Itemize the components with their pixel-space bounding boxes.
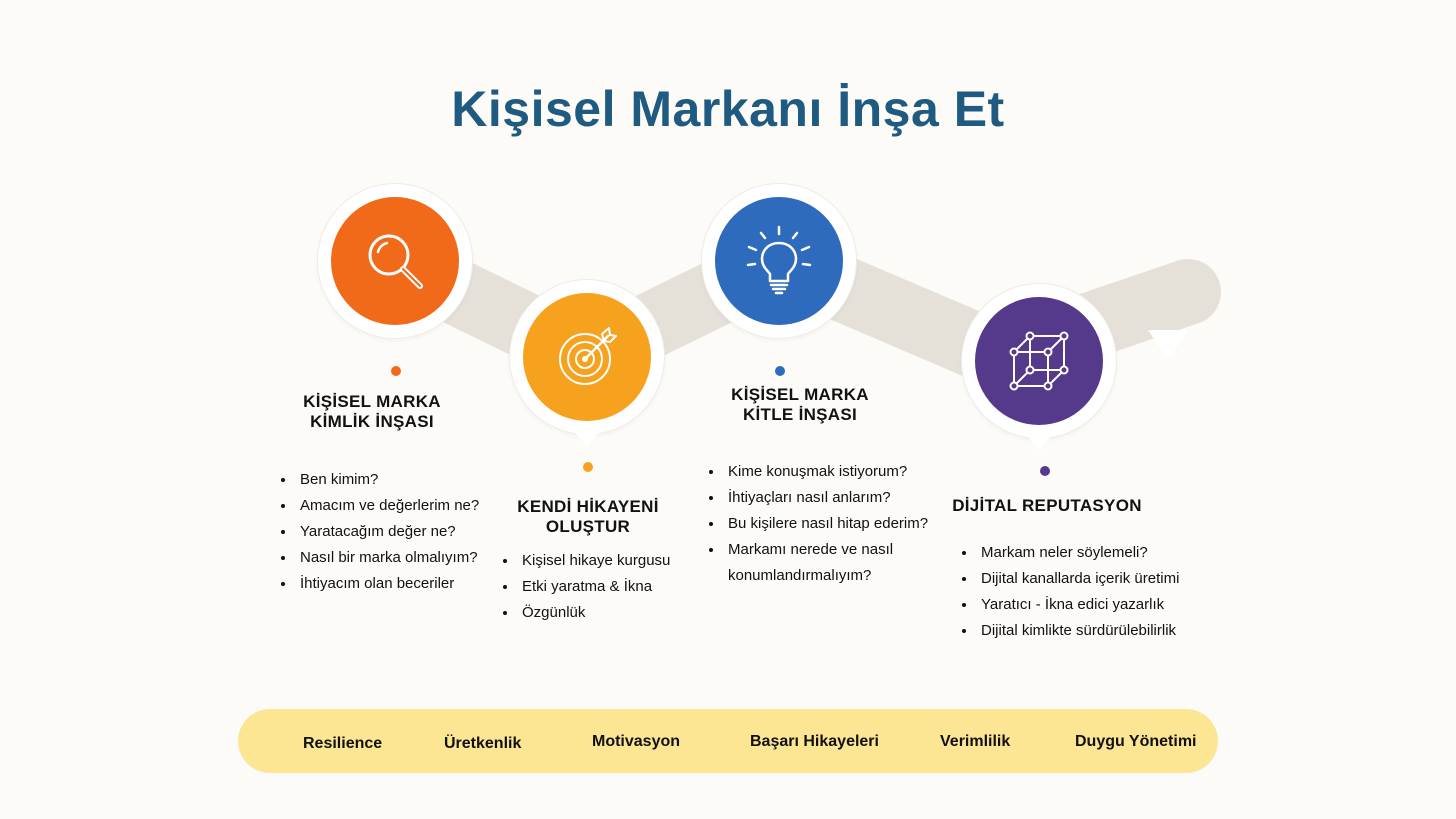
skill-duygu-yonetimi: Duygu Yönetimi [1075,733,1197,750]
step1-title-line2: KİMLİK İNŞASI [310,412,434,431]
step2-title-line1: KENDİ HİKAYENİ [517,497,659,516]
page-title: Kişisel Markanı İnşa Et [451,81,1005,137]
step3-heading: KİŞİSEL MARKA KİTLE İNŞASI [700,385,900,425]
step2-node [510,280,664,446]
list-item: Bu kişilere nasıl hitap ederim? [724,511,928,537]
step4-node [962,284,1116,450]
skill-basari-hikayeleri: Başarı Hikayeleri [750,733,879,750]
step4-pin [1025,434,1053,450]
list-item: Amacım ve değerlerim ne? [296,493,479,519]
step1-node [318,184,472,338]
lightbulb-icon [746,225,812,295]
step2-heading: KENDİ HİKAYENİ OLUŞTUR [488,497,688,537]
step1-dot [391,366,401,376]
step2-disc [523,293,651,421]
step2-title-line2: OLUŞTUR [545,517,631,536]
list-item: Dijital kanallarda içerik üretimi [977,566,1179,592]
list-item: Etki yaratma & İkna [518,574,670,600]
list-item: Dijital kimlikte sürdürülebilirlik [977,618,1179,644]
skill-motivasyon: Motivasyon [592,733,681,750]
step1-disc [331,197,459,325]
skill-uretkenlik: Üretkenlik [444,735,522,752]
step1-bullet-list: Ben kimim? Amacım ve değerlerim ne? Yara… [278,467,479,597]
step2-dot [583,462,593,472]
list-item: Özgünlük [518,600,670,626]
step3-node [702,184,856,338]
skills-bar: Resilience Üretkenlik Motivasyon Başarı … [238,709,1218,773]
cube-network-icon [1009,331,1069,391]
step3-title-line1: KİŞİSEL MARKA [731,385,869,404]
step1-heading: KİŞİSEL MARKA KİMLİK İNŞASI [272,392,472,432]
list-item: Yaratıcı - İkna edici yazarlık [977,592,1179,618]
list-item: Ben kimim? [296,467,479,493]
list-item: Nasıl bir marka olmalıyım? [296,545,479,571]
step4-title-line1: DİJİTAL REPUTASYON [952,496,1142,515]
list-item: Markamı nerede ve nasıl [724,537,928,563]
list-item: konumlandırmalıyım? [728,567,872,584]
step4-dot [1040,466,1050,476]
step2-pin [573,430,601,446]
step4-disc [975,297,1103,425]
skill-verimlilik: Verimlilik [940,733,1011,750]
arrow-head-icon [1148,330,1188,360]
step3-dot [775,366,785,376]
target-icon [559,327,617,385]
list-item: İhtiyacım olan beceriler [296,571,479,597]
skill-resilience: Resilience [303,735,383,752]
list-item: İhtiyaçları nasıl anlarım? [724,485,928,511]
step3-disc [715,197,843,325]
step4-heading: DİJİTAL REPUTASYON [947,496,1147,516]
list-item: Kişisel hikaye kurgusu [518,548,670,574]
step2-bullet-list: Kişisel hikaye kurgusu Etki yaratma & İk… [500,548,670,626]
list-item: Kime konuşmak istiyorum? [724,459,928,485]
list-item: Yaratacağım değer ne? [296,519,479,545]
step4-bullet-list: Markam neler söylemeli? Dijital kanallar… [959,540,1179,644]
step3-title-line2: KİTLE İNŞASI [742,405,858,424]
step1-title-line1: KİŞİSEL MARKA [303,392,441,411]
list-item: Markam neler söylemeli? [977,540,1179,566]
magnifier-icon [368,234,423,289]
step3-bullet-list: Kime konuşmak istiyorum? İhtiyaçları nas… [706,459,928,589]
